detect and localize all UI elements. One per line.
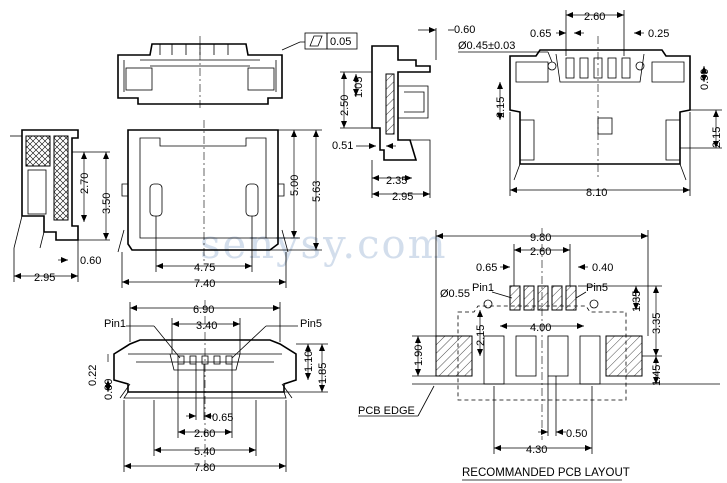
pcb-edge-label: PCB EDGE	[358, 405, 415, 417]
pcb-dim-260: 2.60	[530, 246, 551, 258]
top-dim-563: 5.63	[311, 181, 323, 202]
pcb-layout-view: 9.80 2.60 0.65 0.40 Ø0.55 Pin1 Pin5 1.35…	[358, 228, 720, 481]
top-outline-view: 0.05	[117, 32, 358, 110]
front-dim-340: 3.40	[196, 320, 217, 332]
pcb-dim-050: 0.50	[566, 428, 587, 440]
section-dim-060: 0.60	[80, 255, 101, 267]
front-dim-780: 7.80	[194, 462, 215, 474]
side-dim-060: 0.60	[454, 24, 475, 36]
pcb-dim-040: 0.40	[592, 262, 613, 274]
pcb-dim-135: 1.35	[631, 291, 643, 312]
rear-dim-810: 8.10	[586, 187, 607, 199]
flatness-icon	[309, 35, 323, 47]
front-dim-540: 5.40	[194, 446, 215, 458]
side-dim-051: 0.51	[332, 140, 353, 152]
pcb-signal-pad-2	[523, 285, 535, 311]
pcb-dim-980: 9.80	[530, 232, 551, 244]
pcb-dim-190: 1.90	[413, 345, 425, 366]
flatness-value: 0.05	[330, 36, 351, 48]
rear-dim-260: 2.60	[584, 11, 605, 23]
rear-dim-215-right: 2.15	[711, 127, 723, 148]
top-view: 5.00 5.63 4.75 7.40	[117, 120, 323, 290]
side-dim-235: 2.35	[386, 175, 407, 187]
top-dim-475: 4.75	[194, 262, 215, 274]
rear-dim-065: 0.65	[530, 28, 551, 40]
pcb-pad-left	[435, 335, 473, 377]
pcb-dim-hole: Ø0.55	[440, 288, 470, 300]
pcb-dim-335: 3.35	[651, 313, 663, 334]
pcb-signal-pad-3	[537, 285, 549, 311]
side-dim-105: 1.05	[353, 77, 365, 98]
rear-dim-215-left: 2.15	[495, 97, 507, 118]
front-pin5: Pin5	[300, 318, 322, 330]
front-dim-110: 1.10	[303, 351, 315, 372]
rear-dim-025: 0.25	[648, 28, 669, 40]
pcb-dim-430: 4.30	[526, 444, 547, 456]
pcb-signal-pad-5	[565, 285, 577, 311]
pcb-signal-pad-4	[551, 285, 563, 311]
front-view: Pin1 Pin5 6.90 3.40 0.22 0.60 1.10 1.85 …	[87, 300, 329, 474]
rear-view: 2.60 0.65 0.25 Ø0.45±0.03 2.15 0.90 2.15…	[458, 10, 723, 199]
watermark-text: senysy.com	[200, 222, 448, 268]
front-dim-065: 0.65	[212, 412, 233, 424]
top-dim-740: 7.40	[194, 278, 215, 290]
section-dim-295: 2.95	[34, 272, 55, 284]
pcb-dim-215: 2.15	[475, 325, 487, 346]
section-dim-270: 2.70	[79, 173, 91, 194]
front-dim-060: 0.60	[103, 379, 115, 400]
front-dim-185: 1.85	[317, 363, 329, 384]
flatness-symbol-box	[304, 32, 328, 50]
rear-dim-hole: Ø0.45±0.03	[458, 40, 515, 52]
pcb-signal-pad-1	[509, 285, 521, 311]
pcb-pin5: Pin5	[586, 282, 608, 294]
pcb-dim-400: 4.00	[530, 322, 551, 334]
cross-section-view: 2.70 3.50 2.95 0.60	[10, 129, 113, 284]
side-view: 0.60 1.05 2.50 0.51 2.35 2.95	[332, 24, 475, 203]
front-dim-690: 6.90	[193, 304, 214, 316]
pcb-pad-right	[605, 335, 643, 377]
section-dim-350: 3.50	[101, 193, 113, 214]
front-dim-022: 0.22	[87, 365, 99, 386]
front-dim-260: 2.60	[194, 428, 215, 440]
rear-dim-090: 0.90	[699, 69, 711, 90]
pcb-dim-145: 1.45	[651, 365, 663, 386]
pcb-pin1: Pin1	[472, 282, 494, 294]
front-pin1: Pin1	[104, 318, 126, 330]
pcb-dim-065: 0.65	[476, 262, 497, 274]
side-dim-295: 2.95	[392, 191, 413, 203]
pcb-layout-caption: RECOMMANDED PCB LAYOUT	[462, 467, 630, 479]
side-dim-250: 2.50	[339, 95, 351, 116]
top-dim-500: 5.00	[289, 175, 301, 196]
